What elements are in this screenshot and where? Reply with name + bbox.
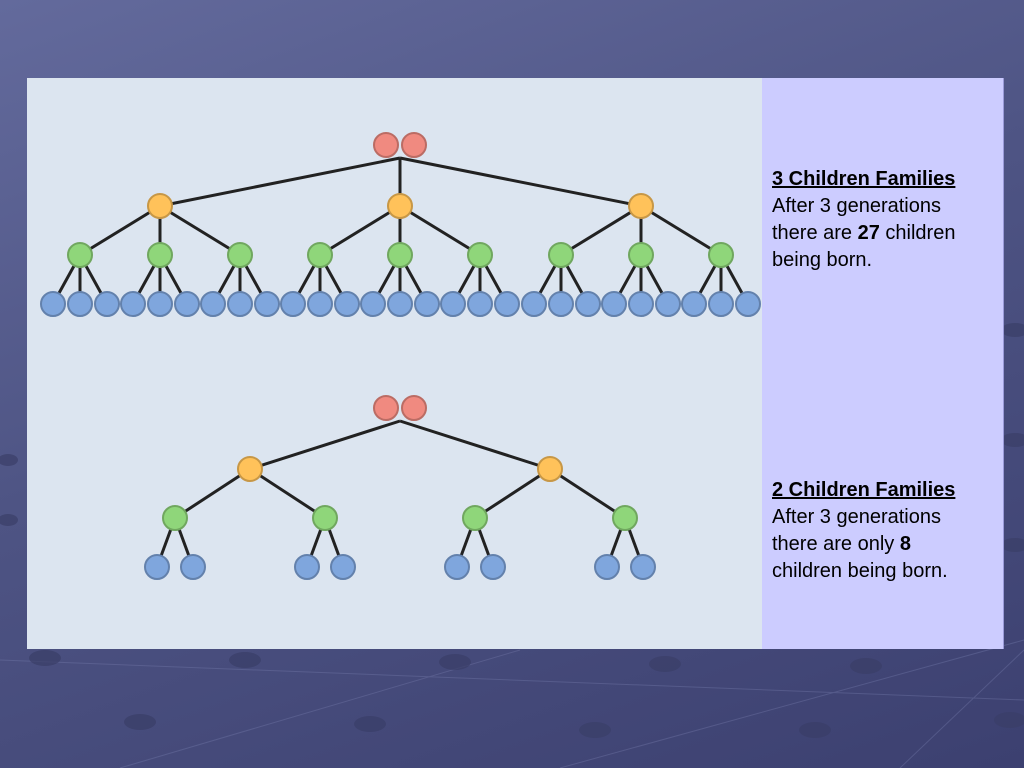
three-children-gen3-node <box>67 291 93 317</box>
family-tree-diagram-panel <box>27 78 762 649</box>
two-children-line1: After 3 generations <box>772 506 941 528</box>
three-children-parent-node <box>373 132 399 158</box>
three-children-gen3-node <box>227 291 253 317</box>
two-children-gen3-node <box>330 554 356 580</box>
three-children-gen3-node <box>440 291 466 317</box>
three-children-gen3-node <box>494 291 520 317</box>
two-children-gen3-node <box>594 554 620 580</box>
three-children-parent-node <box>401 132 427 158</box>
two-children-edge <box>474 467 551 520</box>
two-children-gen1-node <box>537 456 563 482</box>
three-children-gen3-node <box>120 291 146 317</box>
three-children-gen2-node <box>467 242 493 268</box>
three-children-count: 27 <box>857 222 880 244</box>
three-children-line2-before: there are <box>772 222 858 244</box>
three-children-gen3-node <box>147 291 173 317</box>
three-children-edge <box>159 156 401 208</box>
two-children-count: 8 <box>899 533 911 555</box>
three-children-edge <box>399 204 481 257</box>
three-children-gen3-node <box>548 291 574 317</box>
two-children-edge <box>174 467 251 520</box>
three-children-gen3-node <box>174 291 200 317</box>
three-children-edge <box>319 204 401 257</box>
two-children-gen3-node <box>480 554 506 580</box>
two-children-gen3-node <box>630 554 656 580</box>
two-children-gen3-node <box>444 554 470 580</box>
three-children-gen2-node <box>227 242 253 268</box>
three-children-line2-after: children <box>879 222 956 244</box>
two-children-caption: 2 Children Families After 3 generations … <box>772 477 998 585</box>
two-children-gen3-node <box>144 554 170 580</box>
three-children-gen2-node <box>548 242 574 268</box>
three-children-gen3-node <box>575 291 601 317</box>
three-children-gen3-node <box>628 291 654 317</box>
two-children-gen2-node <box>312 505 338 531</box>
three-children-gen3-node <box>360 291 386 317</box>
three-children-gen3-node <box>254 291 280 317</box>
three-children-edge <box>79 204 161 257</box>
three-children-gen3-node <box>414 291 440 317</box>
two-children-gen1-node <box>237 456 263 482</box>
caption-panel: 3 Children Families After 3 generations … <box>762 78 1004 649</box>
family-tree-diagram <box>40 132 761 580</box>
three-children-heading: 3 Children Families <box>772 168 956 190</box>
three-children-gen3-node <box>708 291 734 317</box>
two-children-gen3-node <box>180 554 206 580</box>
three-children-gen2-node <box>67 242 93 268</box>
two-children-line2-before: there are only <box>772 533 900 555</box>
three-children-gen2-node <box>147 242 173 268</box>
three-children-gen3-node <box>681 291 707 317</box>
three-children-caption: 3 Children Families After 3 generations … <box>772 166 998 274</box>
three-children-edge <box>640 204 722 257</box>
three-children-gen3-node <box>467 291 493 317</box>
three-children-gen2-node <box>628 242 654 268</box>
three-children-gen2-node <box>307 242 333 268</box>
three-children-gen3-node <box>94 291 120 317</box>
two-children-heading: 2 Children Families <box>772 479 956 501</box>
three-children-gen1-node <box>628 193 654 219</box>
two-children-edge <box>249 419 401 471</box>
two-children-gen3-node <box>294 554 320 580</box>
two-children-edge <box>399 419 551 471</box>
three-children-gen2-node <box>708 242 734 268</box>
three-children-gen3-node <box>40 291 66 317</box>
three-children-edge <box>399 156 642 208</box>
three-children-gen3-node <box>601 291 627 317</box>
three-children-gen1-node <box>147 193 173 219</box>
two-children-gen2-node <box>462 505 488 531</box>
three-children-edge <box>560 204 642 257</box>
three-children-gen3-node <box>521 291 547 317</box>
three-children-edge <box>159 204 241 257</box>
three-children-gen3-node <box>387 291 413 317</box>
two-children-line3: children being born. <box>772 560 948 582</box>
three-children-gen1-node <box>387 193 413 219</box>
three-children-gen3-node <box>307 291 333 317</box>
two-children-gen2-node <box>612 505 638 531</box>
two-children-gen2-node <box>162 505 188 531</box>
three-children-gen3-node <box>280 291 306 317</box>
three-children-line3: being born. <box>772 249 873 271</box>
three-children-gen3-node <box>200 291 226 317</box>
three-children-gen3-node <box>334 291 360 317</box>
three-children-line1: After 3 generations <box>772 195 941 217</box>
three-children-gen3-node <box>735 291 761 317</box>
two-children-edge <box>549 467 626 520</box>
two-children-parent-node <box>373 395 399 421</box>
two-children-edge <box>249 467 326 520</box>
three-children-gen3-node <box>655 291 681 317</box>
three-children-gen2-node <box>387 242 413 268</box>
two-children-parent-node <box>401 395 427 421</box>
